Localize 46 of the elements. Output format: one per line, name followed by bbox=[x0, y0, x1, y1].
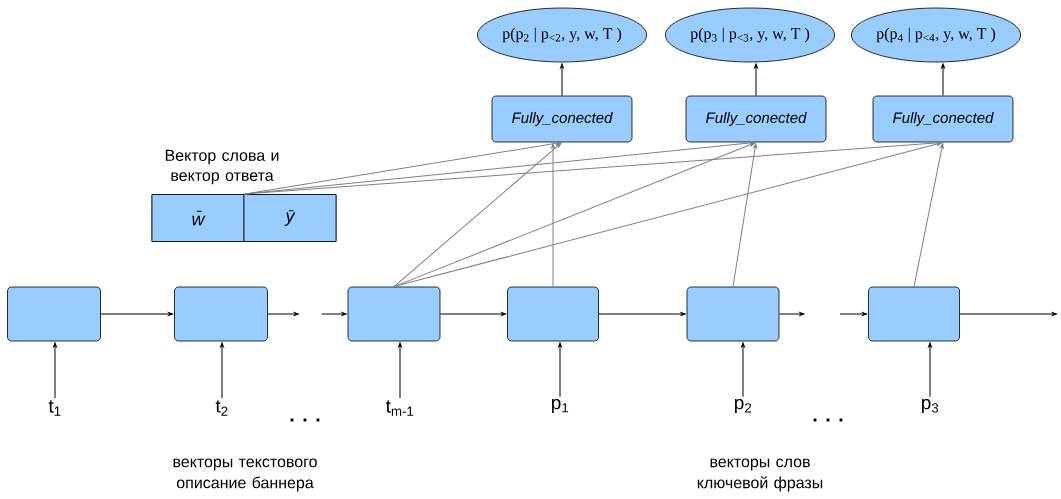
arrow bbox=[551, 143, 555, 288]
arrow bbox=[393, 141, 943, 288]
arrow bbox=[53, 342, 57, 399]
input-label: p$_{1}$ bbox=[552, 398, 569, 414]
arrow bbox=[558, 342, 562, 398]
rnn-cell-box bbox=[174, 286, 268, 342]
rnn-cell-box bbox=[686, 286, 780, 342]
rnn-cell-box bbox=[7, 286, 101, 342]
arrow bbox=[778, 312, 805, 316]
arrow bbox=[941, 63, 945, 97]
heading-text: Вектор слова и вектор ответа bbox=[165, 149, 279, 185]
vector-cell: ȳ bbox=[243, 194, 337, 242]
arrow bbox=[267, 312, 299, 316]
input-label: t$_{1}$ bbox=[48, 400, 61, 416]
arrow bbox=[959, 312, 1057, 316]
arrow bbox=[839, 312, 868, 316]
layer-box: Fully_conected bbox=[872, 95, 1014, 143]
rnn-cell-box bbox=[347, 286, 441, 342]
arrow bbox=[439, 312, 507, 316]
arrow bbox=[321, 312, 347, 316]
ellipsis: . . . bbox=[290, 418, 320, 422]
ellipsis: . . . bbox=[813, 418, 843, 422]
caption-text: векторы слов ключевой фразы bbox=[697, 458, 823, 492]
arrow bbox=[741, 342, 745, 398]
arrow bbox=[598, 312, 686, 316]
arrow bbox=[393, 142, 756, 288]
arrow bbox=[393, 142, 562, 288]
input-label: t$_{2}$ bbox=[215, 400, 228, 416]
arrow bbox=[732, 143, 758, 288]
arrow bbox=[220, 342, 224, 399]
arrow bbox=[928, 342, 932, 398]
input-label: p$_{2}$ bbox=[735, 398, 752, 414]
layer-box: Fully_conected bbox=[685, 95, 827, 143]
arrow bbox=[100, 312, 174, 316]
arrow bbox=[913, 143, 944, 288]
arrow bbox=[243, 140, 942, 195]
rnn-cell-box bbox=[868, 286, 960, 342]
input-label: t$_{m-1}$ bbox=[385, 400, 414, 416]
arrow bbox=[560, 63, 564, 97]
arrow bbox=[398, 342, 402, 399]
vector-cell: w̄ bbox=[151, 194, 245, 242]
layer-box: Fully_conected bbox=[491, 95, 633, 143]
input-label: p$_{3}$ bbox=[922, 398, 939, 414]
rnn-cell-box bbox=[507, 286, 599, 342]
arrow bbox=[754, 63, 758, 97]
caption-text: векторы текстового описание баннера bbox=[173, 458, 317, 492]
